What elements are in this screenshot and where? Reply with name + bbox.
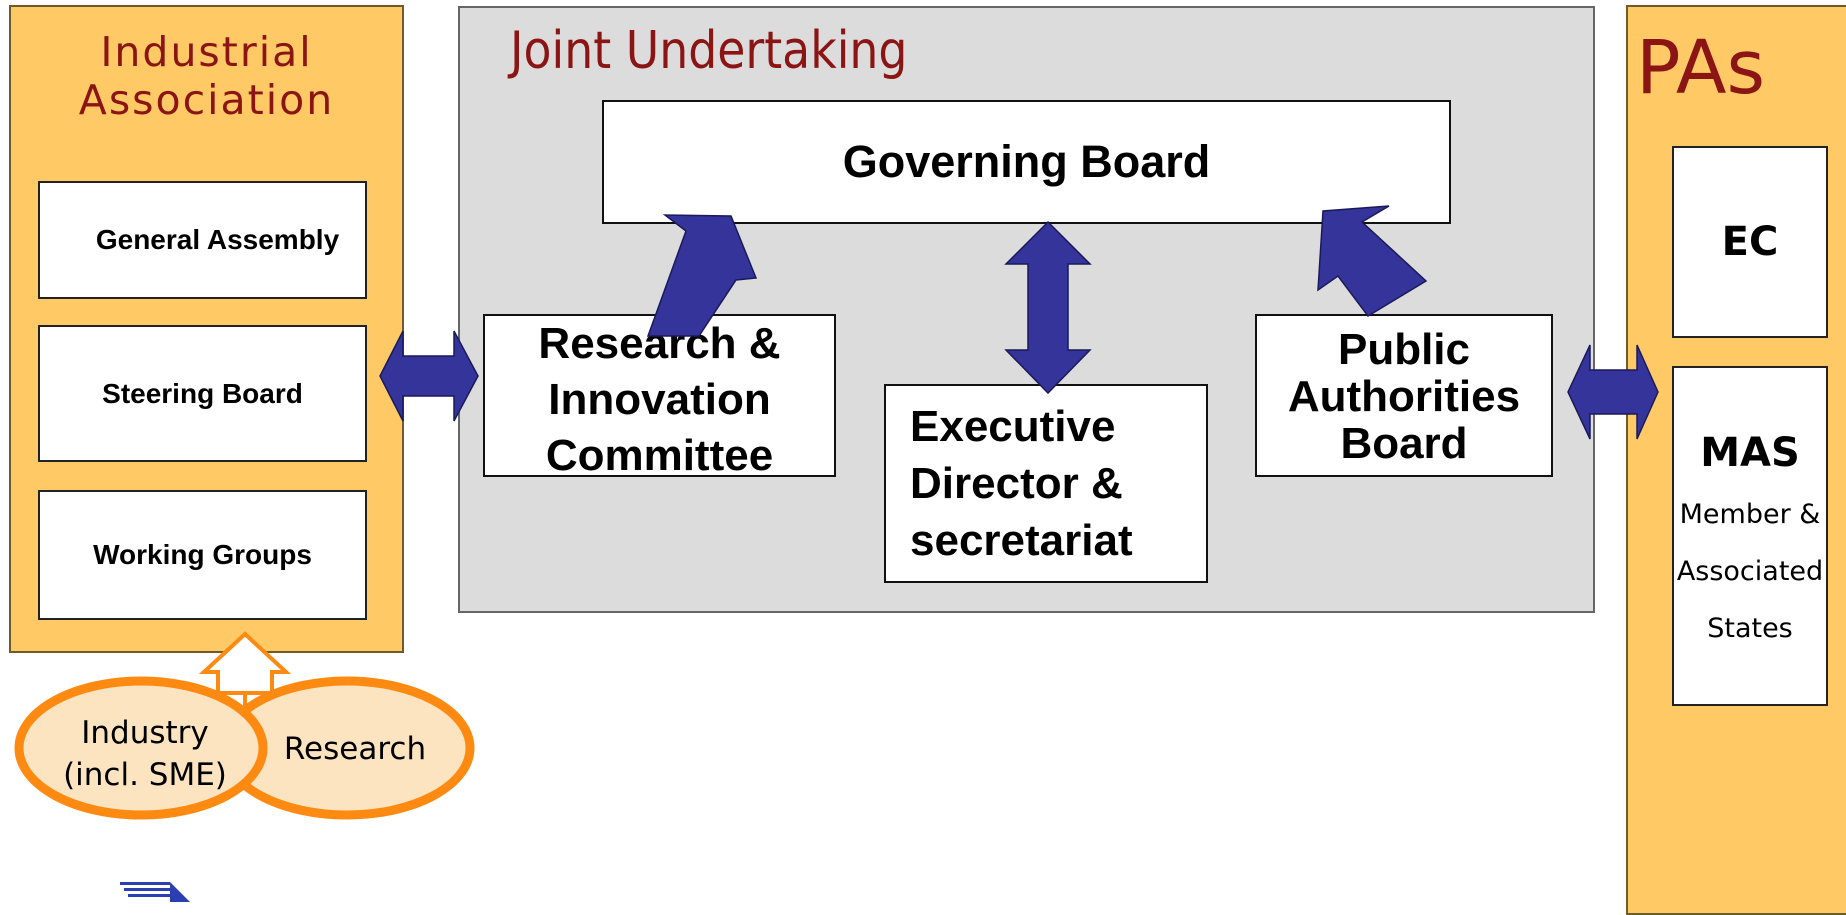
ia-title-line-1: Industrial xyxy=(100,28,313,76)
logo-icon xyxy=(120,882,190,902)
members-up-arrow xyxy=(198,631,292,695)
mas-title: MAS xyxy=(1700,430,1800,476)
ia-title-line-2: Association xyxy=(78,76,335,124)
ed-line-1: Executive xyxy=(910,402,1116,451)
governing-board-box: Governing Board xyxy=(602,100,1451,224)
joint-undertaking-title: Joint Undertaking xyxy=(510,21,908,81)
pab-line-1: Public xyxy=(1337,325,1471,374)
ed-line-2: Director & xyxy=(910,459,1123,508)
mas-subtitle: Member & Associated States xyxy=(1676,499,1824,644)
pab-line-2: Authorities xyxy=(1287,372,1521,421)
general-assembly-box: General Assembly xyxy=(38,181,367,299)
ric-line-3: Committee xyxy=(545,431,774,480)
public-authorities-board-box: Public Authorities Board xyxy=(1255,314,1553,477)
research-innovation-committee-box: Research & Innovation Committee xyxy=(483,314,836,480)
executive-director-box: Executive Director & secretariat xyxy=(884,384,1208,583)
industry-label: Industry (incl. SME) xyxy=(45,712,245,796)
ed-line-3: secretariat xyxy=(910,516,1133,565)
industry-line-1: Industry xyxy=(81,715,209,751)
industry-oval xyxy=(14,676,268,820)
ric-line-2: Innovation xyxy=(548,375,771,424)
industrial-association-title: Industrial Association xyxy=(9,28,404,124)
ric-line-1: Research & xyxy=(538,319,781,368)
members-ovals xyxy=(14,631,475,820)
pab-line-3: Board xyxy=(1340,419,1468,468)
steering-board-box: Steering Board xyxy=(38,325,367,462)
research-label: Research xyxy=(283,731,427,767)
pas-title: PAs xyxy=(1636,25,1766,111)
industry-line-2: (incl. SME) xyxy=(63,757,227,793)
working-groups-box: Working Groups xyxy=(38,490,367,620)
ec-box: EC xyxy=(1672,146,1828,338)
mas-box: MAS Member & Associated States xyxy=(1672,366,1828,706)
